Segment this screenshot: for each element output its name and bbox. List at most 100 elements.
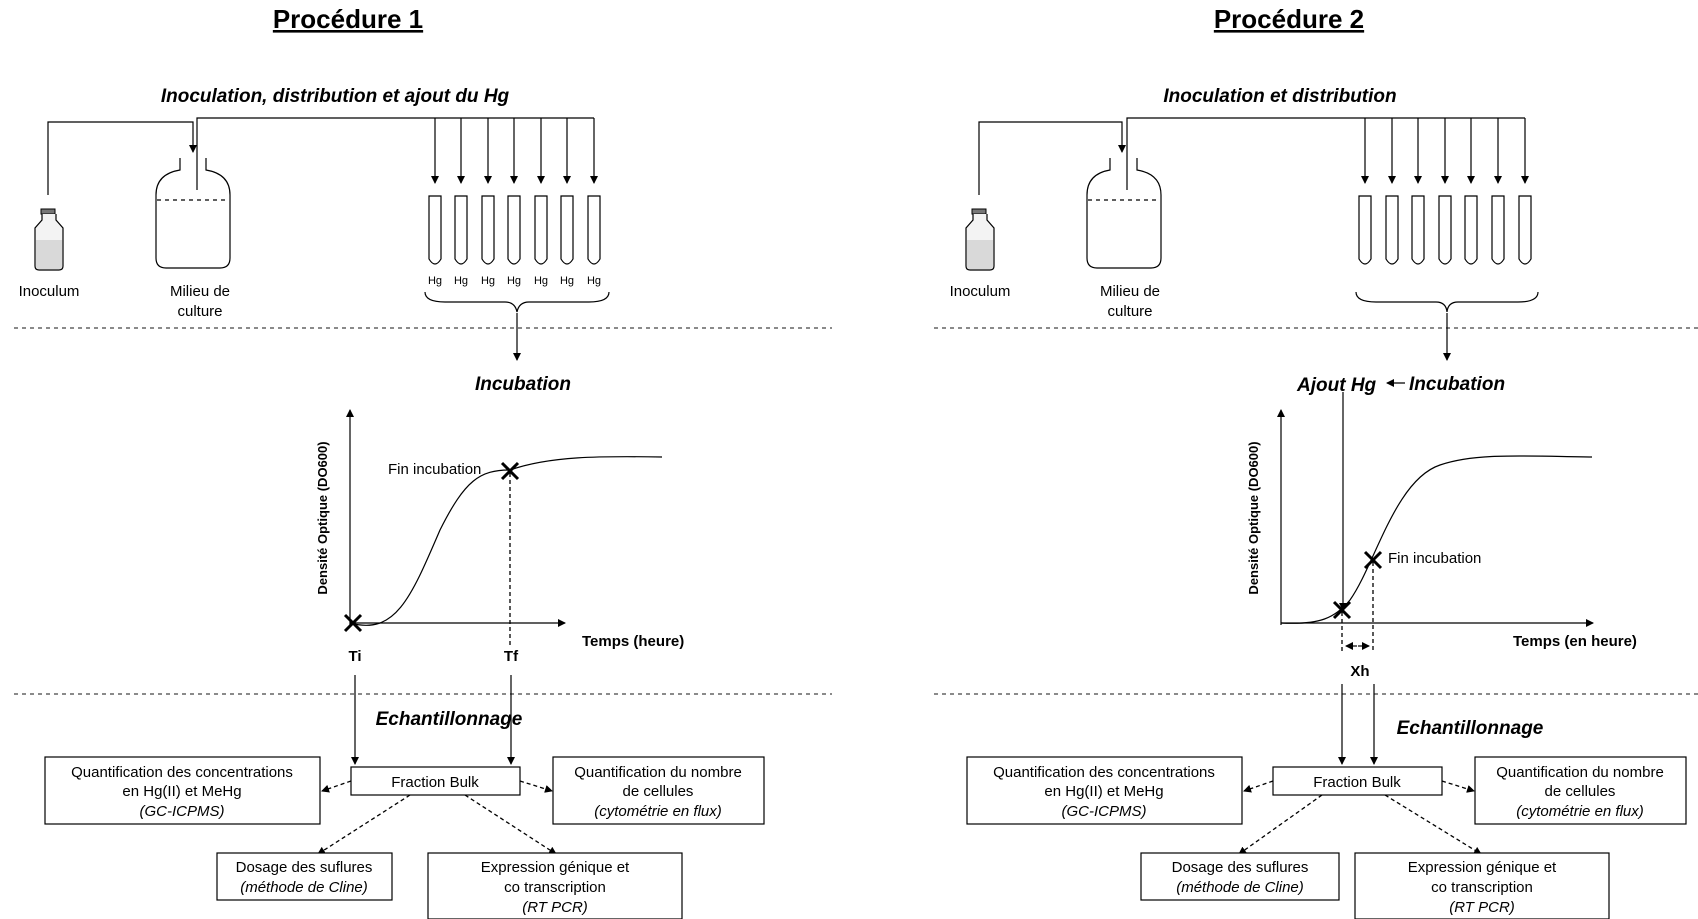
svg-text:(cytométrie en flux): (cytométrie en flux) <box>594 803 722 820</box>
tf-label: Tf <box>504 648 519 665</box>
fraction-bulk-box <box>1272 766 1443 796</box>
fin-incubation-label: Fin incubation <box>1388 550 1481 567</box>
svg-text:Dosage des suflures: Dosage des suflures <box>236 859 373 876</box>
svg-text:(RT PCR): (RT PCR) <box>522 899 588 916</box>
svg-text:de cellules: de cellules <box>623 783 694 800</box>
test-tube-icon: Hg <box>454 195 468 287</box>
arrow-to-dosage <box>317 794 411 855</box>
svg-text:co transcription: co transcription <box>1431 879 1533 896</box>
step-incubation-label: Incubation <box>1409 374 1505 395</box>
svg-text:(GC-ICPMS): (GC-ICPMS) <box>140 803 225 820</box>
inoculum-label: Inoculum <box>950 283 1011 300</box>
procedure-1: Procédure 1 Inoculation, distribution et… <box>14 4 832 919</box>
tube-group-brace <box>424 291 610 313</box>
y-axis-label: Densité Optique (DO600) <box>1246 441 1261 594</box>
quant-cells-box: Quantification du nombre de cellules (cy… <box>552 756 765 825</box>
test-tube-icon <box>1438 195 1452 265</box>
svg-text:Quantification du nombre: Quantification du nombre <box>1496 764 1664 781</box>
arrow-to-expression <box>1384 794 1482 855</box>
x-axis-label: Temps (heure) <box>582 633 684 650</box>
arrow-to-expression <box>464 794 557 855</box>
svg-text:co transcription: co transcription <box>504 879 606 896</box>
arrow-to-cells <box>1441 780 1475 793</box>
inoculum-label: Inoculum <box>19 283 80 300</box>
step-incubation-label: Incubation <box>475 374 571 395</box>
arrow-to-hg <box>1243 780 1274 793</box>
tube-distribution-arrows <box>1361 118 1529 184</box>
expression-box: Expression génique et co transcription (… <box>427 852 683 919</box>
inoculum-bottle-icon <box>965 208 995 271</box>
procedure-2-title: Procédure 2 <box>1214 4 1364 34</box>
tube-hg-label: Hg <box>454 275 468 287</box>
quant-hg-box: Quantification des concentrations en Hg(… <box>44 756 321 825</box>
growth-curve <box>349 456 663 626</box>
growth-chart: Densité Optique (DO600) Temps (en heure)… <box>1246 392 1637 680</box>
arrow-to-cells <box>519 780 553 793</box>
start-cross-icon <box>343 613 363 633</box>
tube-hg-label: Hg <box>507 275 521 287</box>
hg-addition-cross-icon <box>1332 600 1352 620</box>
step-echantillonnage-label: Echantillonnage <box>1397 718 1544 739</box>
step-inoculation-label: Inoculation et distribution <box>1163 86 1396 107</box>
svg-text:en Hg(II) et MeHg: en Hg(II) et MeHg <box>1044 783 1163 800</box>
culture-flask-icon <box>1086 158 1162 269</box>
step-inoculation-label: Inoculation, distribution et ajout du Hg <box>161 86 510 107</box>
test-tube-icon <box>1464 195 1478 265</box>
inoculum-bottle-icon <box>34 208 64 271</box>
test-tube-icon: Hg <box>587 195 601 287</box>
culture-flask-icon <box>155 158 231 269</box>
fin-incubation-label: Fin incubation <box>388 461 481 478</box>
quant-cells-box: Quantification du nombre de cellules (cy… <box>1474 756 1687 825</box>
test-tubes: Hg Hg Hg Hg Hg Hg Hg <box>428 195 601 287</box>
test-tube-icon: Hg <box>560 195 574 287</box>
growth-curve <box>1280 455 1593 624</box>
fraction-bulk-label: Fraction Bulk <box>1313 774 1401 791</box>
ti-label: Ti <box>348 648 361 665</box>
inoculation-lines <box>47 117 598 195</box>
test-tube-icon: Hg <box>534 195 548 287</box>
step-ajout-hg-label: Ajout Hg <box>1296 375 1377 396</box>
arrow-to-hg <box>321 780 352 793</box>
svg-text:Quantification du nombre: Quantification du nombre <box>574 764 742 781</box>
test-tube-icon: Hg <box>481 195 495 287</box>
svg-text:en Hg(II) et MeHg: en Hg(II) et MeHg <box>122 783 241 800</box>
milieu-label-line2: culture <box>1107 303 1152 320</box>
svg-text:(méthode de Cline): (méthode de Cline) <box>240 879 368 896</box>
quant-hg-box: Quantification des concentrations en Hg(… <box>966 756 1243 825</box>
tube-group-brace <box>1355 291 1539 313</box>
test-tubes <box>1358 195 1532 265</box>
fraction-bulk-label: Fraction Bulk <box>391 774 479 791</box>
dosage-box: Dosage des suflures (méthode de Cline) <box>216 852 393 901</box>
xh-label: Xh <box>1350 663 1369 680</box>
step-echantillonnage-label: Echantillonnage <box>376 709 523 730</box>
inoculation-lines <box>978 117 1529 195</box>
tube-hg-label: Hg <box>587 275 601 287</box>
y-axis-label: Densité Optique (DO600) <box>315 441 330 594</box>
tube-hg-label: Hg <box>428 275 442 287</box>
test-tube-icon <box>1411 195 1425 265</box>
tube-hg-label: Hg <box>560 275 574 287</box>
test-tube-icon <box>1385 195 1399 265</box>
svg-text:(GC-ICPMS): (GC-ICPMS) <box>1062 803 1147 820</box>
test-tube-icon: Hg <box>428 195 442 287</box>
tube-hg-label: Hg <box>481 275 495 287</box>
end-cross-icon <box>1363 550 1383 570</box>
svg-text:(RT PCR): (RT PCR) <box>1449 899 1515 916</box>
svg-text:Expression génique et: Expression génique et <box>481 859 630 876</box>
svg-text:(méthode de Cline): (méthode de Cline) <box>1176 879 1304 896</box>
arrow-to-dosage <box>1238 794 1323 855</box>
end-cross-icon <box>500 461 520 481</box>
expression-box: Expression génique et co transcription (… <box>1354 852 1610 919</box>
milieu-label-line1: Milieu de <box>1100 283 1160 300</box>
test-tube-icon <box>1358 195 1372 265</box>
svg-text:Dosage des suflures: Dosage des suflures <box>1172 859 1309 876</box>
milieu-label-line2: culture <box>177 303 222 320</box>
svg-text:Quantification des concentrati: Quantification des concentrations <box>71 764 293 781</box>
dosage-box: Dosage des suflures (méthode de Cline) <box>1140 852 1340 901</box>
svg-text:(cytométrie en flux): (cytométrie en flux) <box>1516 803 1644 820</box>
growth-chart: Densité Optique (DO600) Temps (heure) Fi… <box>315 409 684 665</box>
svg-text:Quantification des concentrati: Quantification des concentrations <box>993 764 1215 781</box>
tube-hg-label: Hg <box>534 275 548 287</box>
test-tube-icon: Hg <box>507 195 521 287</box>
